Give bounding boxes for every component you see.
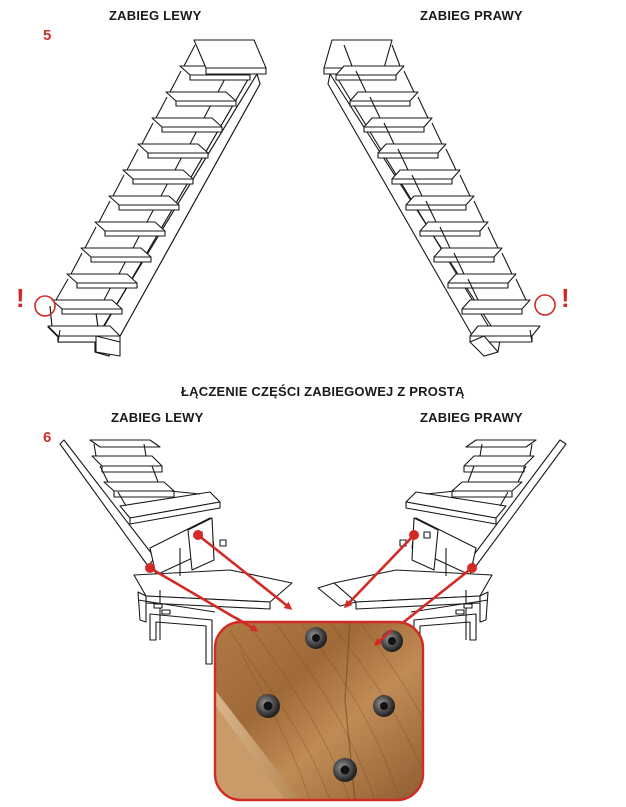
step5-left-label: ZABIEG LEWY	[109, 8, 202, 23]
screw-icon	[256, 694, 280, 718]
screw-icon	[373, 695, 395, 717]
section-title: ŁĄCZENIE CZĘŚCI ZABIEGOWEJ Z PROSTĄ	[181, 384, 465, 399]
highlight-circle-icon	[534, 294, 556, 316]
highlight-circle-icon	[34, 295, 56, 317]
screw-icon	[333, 758, 357, 782]
left-stair-treads	[47, 39, 267, 357]
warning-exclamation-icon: !	[561, 283, 570, 313]
detail-photo	[215, 622, 423, 800]
step6-left-label: ZABIEG LEWY	[111, 410, 204, 425]
pointer-dot	[193, 530, 203, 540]
detail-photo-frame	[213, 620, 425, 802]
right-winder-stair	[317, 439, 567, 665]
pointer-dot	[145, 563, 155, 573]
step6-right-label: ZABIEG PRAWY	[420, 410, 523, 425]
step6-number: 6	[43, 429, 52, 446]
step5-number: 5	[43, 27, 52, 44]
pointer-dot	[467, 563, 477, 573]
warning-exclamation-icon: !	[16, 283, 25, 313]
step5-right-label: ZABIEG PRAWY	[420, 8, 523, 23]
screw-icon	[305, 627, 327, 649]
right-straight-stair	[323, 39, 541, 357]
screw-icon	[381, 630, 403, 652]
pointer-dot	[409, 530, 419, 540]
